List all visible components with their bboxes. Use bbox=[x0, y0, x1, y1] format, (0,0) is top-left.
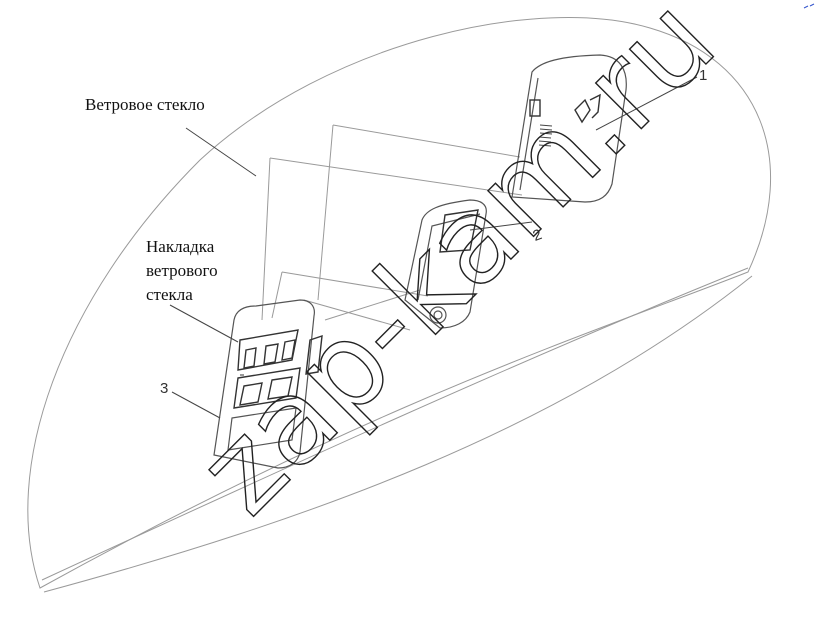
leader-line-trim bbox=[169, 304, 239, 343]
callout-1: 1 bbox=[699, 67, 707, 84]
windshield-lower-edge bbox=[41, 267, 749, 581]
part-2-control-unit bbox=[404, 199, 487, 329]
label-windshield-trim-line1: Накладка bbox=[146, 237, 215, 256]
leader-line-2 bbox=[469, 221, 533, 231]
label-windshield: Ветровое стекло bbox=[85, 95, 205, 114]
leader-line-1 bbox=[595, 76, 698, 131]
corner-mark bbox=[803, 3, 815, 9]
callout-3: 3 bbox=[160, 380, 168, 397]
wiring-lines bbox=[261, 124, 523, 331]
windshield-bottom-rim bbox=[43, 275, 753, 593]
windshield-outline bbox=[27, 17, 771, 589]
label-windshield-trim-line2: ветрового bbox=[146, 261, 218, 280]
part-1-sensor-module bbox=[511, 54, 627, 203]
part-3-bracket bbox=[213, 299, 323, 469]
label-windshield-trim-line3: стекла bbox=[146, 285, 193, 304]
leader-line-windshield bbox=[185, 127, 257, 177]
leader-line-3 bbox=[171, 391, 221, 419]
watermark: zap-kam.ru bbox=[172, 0, 741, 540]
